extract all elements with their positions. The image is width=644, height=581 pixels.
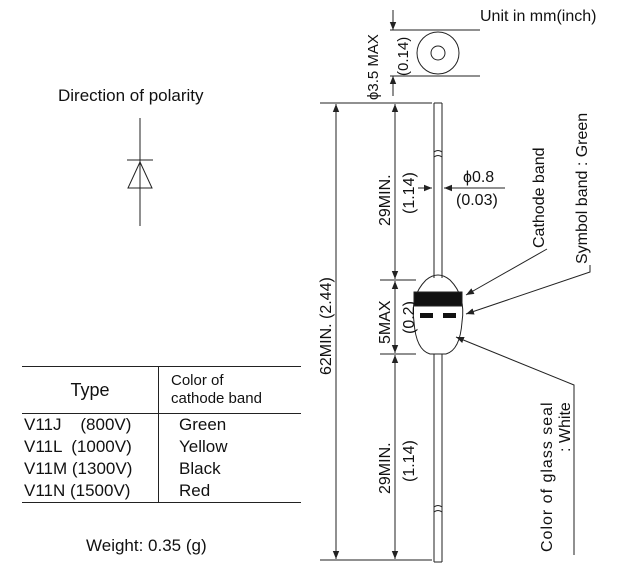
symbol-band-leader xyxy=(465,265,591,315)
body-length-text: 5MAX xyxy=(377,300,394,344)
body-length-inch-text: (0.2) xyxy=(401,301,418,334)
row-color: Black xyxy=(179,459,221,478)
header-color-line2: cathode band xyxy=(171,390,262,407)
glass-seal-text: Color of glass seal xyxy=(539,401,556,552)
row-type: V11L (1000V) xyxy=(22,436,159,458)
row-color: Green xyxy=(179,415,227,434)
table-header-row: Type Color of cathode band xyxy=(22,366,301,414)
total-length-text: 62MIN. (2.44) xyxy=(318,277,335,375)
lead-lower-inch-text: (1.14) xyxy=(401,440,418,482)
type-table: Type Color of cathode band V11J (800V) G… xyxy=(22,366,301,503)
diode-symbol xyxy=(127,118,153,226)
glass-seal-text-2: : White xyxy=(557,402,574,452)
lead-diameter-text: ϕ0.8 xyxy=(463,169,494,186)
lead-upper-text: 29MIN. xyxy=(377,174,394,226)
cathode-band-leader xyxy=(465,248,548,296)
polarity-label: Direction of polarity xyxy=(58,86,204,105)
lead-lower-text: 29MIN. xyxy=(377,442,394,494)
row-type: V11J (800V) xyxy=(22,413,159,436)
header-color: Color of cathode band xyxy=(158,366,301,414)
row-type: V11M (1300V) xyxy=(22,458,159,480)
lead-diameter-inch-text: (0.03) xyxy=(456,192,498,209)
end-view xyxy=(389,10,480,96)
header-type: Type xyxy=(22,366,159,414)
table-row: V11M (1300V) Black xyxy=(22,458,301,480)
diode-body-outline xyxy=(412,102,464,563)
row-type: V11N (1500V) xyxy=(22,480,159,503)
table-row: V11L (1000V) Yellow xyxy=(22,436,301,458)
symbol-band-text: Symbol band : Green xyxy=(574,113,591,264)
unit-label: Unit in mm(inch) xyxy=(480,8,597,25)
glass-seal-leader xyxy=(455,336,575,555)
cathode-band-text: Cathode band xyxy=(531,147,548,248)
table-row: V11N (1500V) Red xyxy=(22,480,301,503)
diameter-max-text: ϕ3.5 MAX xyxy=(365,34,382,100)
header-color-line1: Color of xyxy=(171,372,224,389)
row-color: Red xyxy=(158,480,301,503)
extension-lines xyxy=(320,102,432,561)
weight-label: Weight: 0.35 (g) xyxy=(86,536,207,555)
diameter-max-inch-text: (0.14) xyxy=(395,37,412,76)
table-row: V11J (800V) Green xyxy=(22,413,301,436)
lead-upper-inch-text: (1.14) xyxy=(401,172,418,214)
row-color: Yellow xyxy=(179,437,228,456)
